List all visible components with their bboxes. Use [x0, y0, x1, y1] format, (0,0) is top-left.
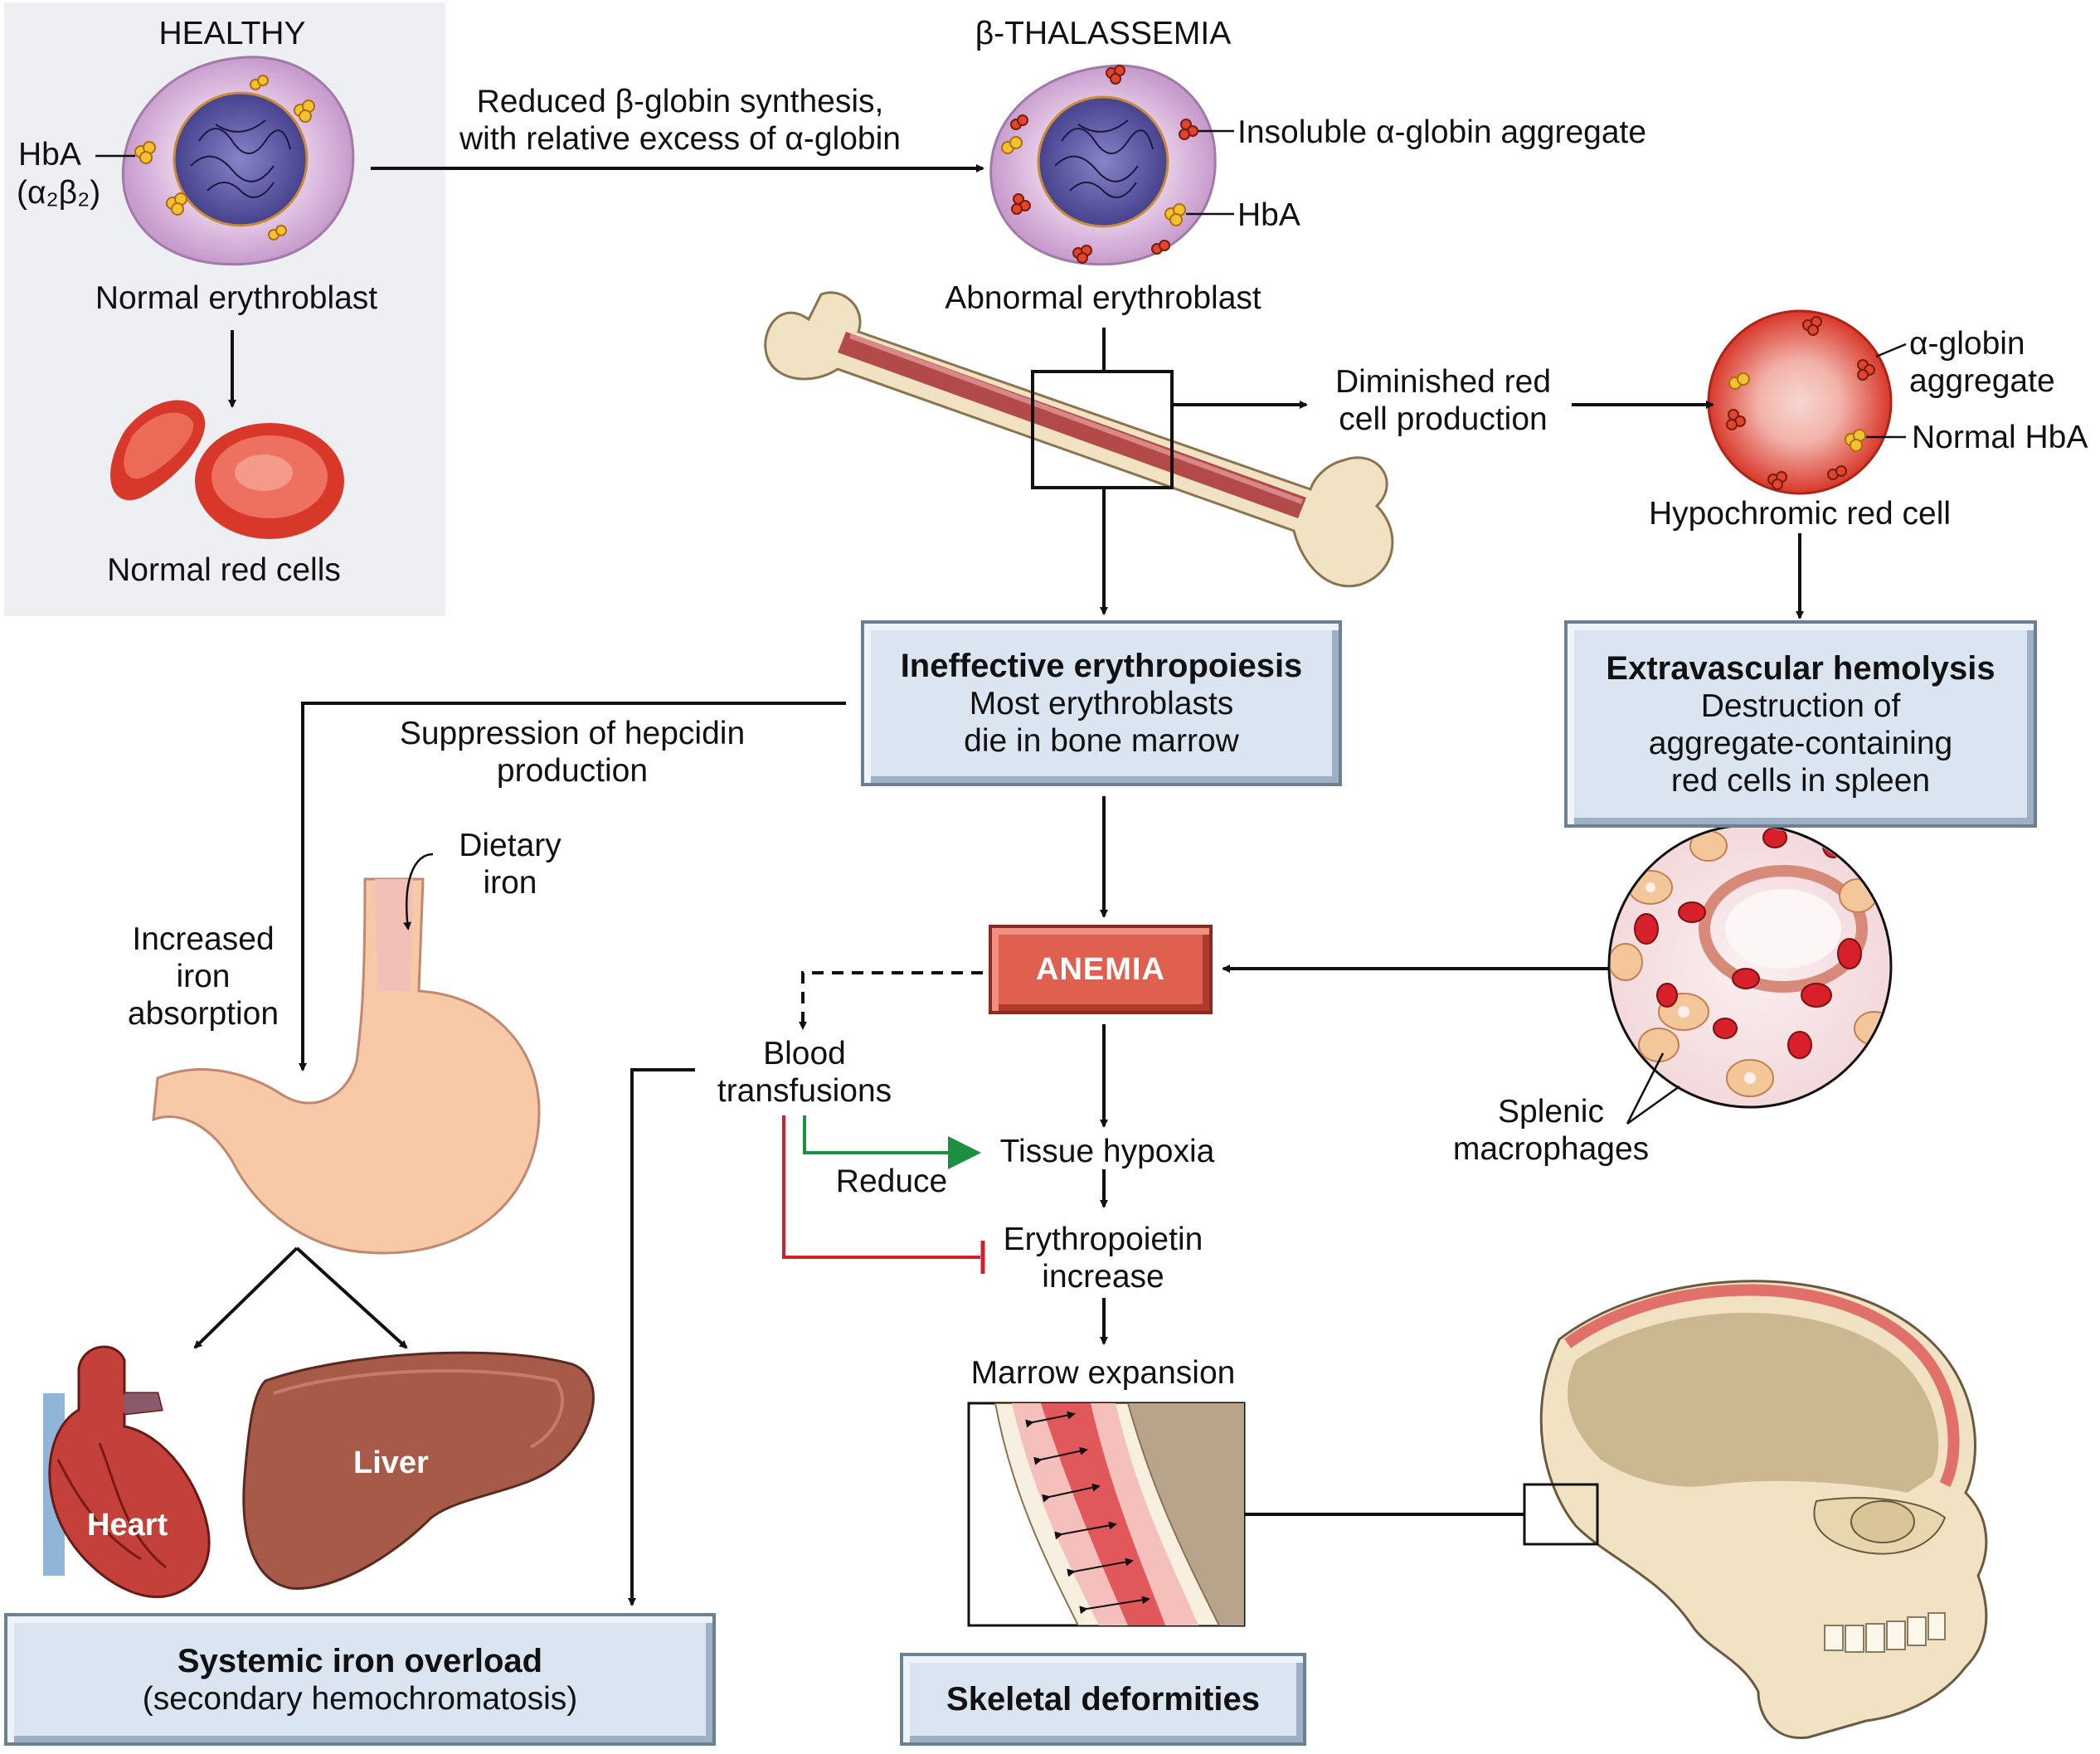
abnormal-erythroblast-graphic — [989, 64, 1234, 266]
ineffective-erythropoiesis-box: Ineffective erythropoiesis Most erythrob… — [861, 620, 1342, 786]
normal-erythroblast-graphic — [95, 56, 355, 266]
absorption-line2: iron — [176, 959, 231, 994]
synthesis-text-2: with relative excess of α-globin — [459, 121, 901, 157]
extravascular-hemolysis-box: Extravascular hemolysis Destruction of a… — [1564, 620, 2037, 828]
transfusion-line2: transfusions — [717, 1073, 892, 1109]
transfusion-line1: Blood — [763, 1036, 846, 1071]
systemic-iron-overload-box: Systemic iron overload (secondary hemoch… — [4, 1613, 716, 1746]
stomach-graphic — [152, 853, 541, 1255]
insoluble-aggregate-label: Insoluble α-globin aggregate — [1237, 114, 1647, 150]
liver-label: Liver — [353, 1445, 429, 1480]
diminished-text-2: cell production — [1339, 401, 1548, 437]
hypochromic-red-cell-graphic — [1707, 309, 1907, 495]
tissue-hypoxia-label: Tissue hypoxia — [999, 1134, 1215, 1169]
epo-line2: increase — [1042, 1259, 1164, 1295]
hepcidin-line1: Suppression of hepcidin — [399, 716, 746, 751]
skull-graphic — [1523, 1280, 1988, 1740]
ineffective-line2: die in bone marrow — [964, 723, 1239, 759]
healthy-hba-formula: (α₂β₂) — [17, 175, 101, 211]
abnormal-erythroblast-label: Abnormal erythroblast — [945, 280, 1261, 316]
macrophages-line2: macrophages — [1452, 1131, 1650, 1167]
hemolysis-line3: red cells in spleen — [1670, 762, 1931, 799]
hemolysis-title: Extravascular hemolysis — [1606, 649, 1995, 687]
heart-graphic — [43, 1345, 211, 1599]
normal-red-cells-graphic — [110, 400, 344, 539]
hemolysis-line2: aggregate-containing — [1648, 725, 1953, 761]
reduce-label: Reduce — [835, 1164, 948, 1199]
overload-line1: (secondary hemochromatosis) — [142, 1680, 578, 1717]
ineffective-title: Ineffective erythropoiesis — [900, 648, 1303, 684]
dietary-iron-line1: Dietary — [459, 828, 561, 863]
marrow-expansion-label: Marrow expansion — [970, 1355, 1236, 1391]
ineffective-line1: Most erythroblasts — [969, 686, 1234, 722]
hepcidin-line2: production — [496, 753, 649, 789]
marrow-expansion-graphic — [967, 1402, 1246, 1627]
skeletal-title: Skeletal deformities — [946, 1681, 1260, 1718]
diminished-text-1: Diminished red — [1334, 364, 1552, 400]
healthy-title: HEALTHY — [158, 16, 306, 51]
alpha-aggregate-label-1: α-globin — [1909, 326, 2025, 362]
absorption-line1: Increased — [132, 921, 275, 957]
thalassemia-title: β-THALASSEMIA — [975, 16, 1232, 51]
heart-label: Heart — [87, 1508, 168, 1543]
anemia-box: ANEMIA — [989, 925, 1213, 1014]
epo-line1: Erythropoietin — [1003, 1222, 1203, 1257]
overload-title: Systemic iron overload — [177, 1642, 543, 1679]
skeletal-deformities-box: Skeletal deformities — [900, 1653, 1306, 1746]
normal-erythroblast-label: Normal erythroblast — [95, 280, 378, 316]
liver-graphic — [242, 1351, 595, 1590]
synthesis-text-1: Reduced β-globin synthesis, — [476, 84, 884, 119]
abnormal-hba-label: HbA — [1237, 197, 1300, 233]
bone-graphic — [764, 291, 1394, 588]
normal-hba-label: Normal HbA — [1912, 420, 2088, 455]
healthy-hba-label: HbA — [18, 137, 81, 172]
hypochromic-cell-label: Hypochromic red cell — [1648, 496, 1952, 532]
dietary-iron-line2: iron — [483, 865, 537, 901]
macrophages-line1: Splenic — [1498, 1094, 1604, 1130]
spleen-section-graphic — [1607, 824, 1893, 1125]
hemolysis-line1: Destruction of — [1700, 688, 1901, 724]
alpha-aggregate-label-2: aggregate — [1909, 363, 2055, 399]
absorption-line3: absorption — [127, 996, 280, 1032]
normal-red-cells-label: Normal red cells — [107, 552, 341, 588]
